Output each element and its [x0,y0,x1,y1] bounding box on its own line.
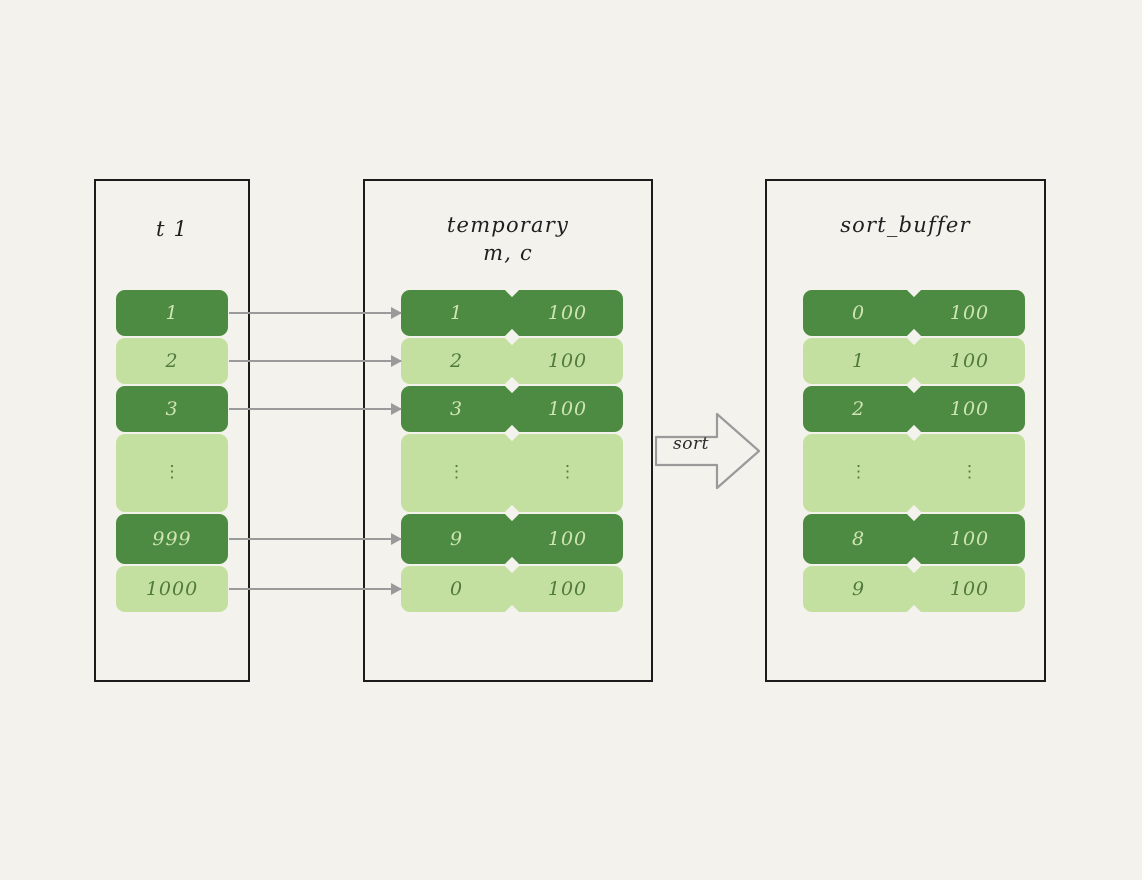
table-row: 0 100 [401,566,623,612]
table-row: 8 100 [803,514,1025,564]
row-cell: 3 [165,398,179,420]
table-row: 1 100 [401,290,623,336]
row-ellipsis: ⋮ [961,461,978,482]
row-ellipsis: ⋮ [163,461,181,482]
table-row: 9 100 [401,514,623,564]
row-cell: 2 [851,398,866,420]
table-row: ⋮⋮ [803,434,1025,512]
row-cell: 8 [851,528,866,550]
row-ellipsis: ⋮ [448,461,465,482]
row-cell: 100 [547,578,588,600]
row-cell: 100 [547,398,588,420]
row-cell: 999 [152,528,192,550]
row-cell: 1 [449,302,464,324]
row-cell: 100 [949,350,990,372]
panel-title-t1: t 1 [155,217,189,241]
row-ellipsis: ⋮ [559,461,576,482]
table-row: 9 100 [803,566,1025,612]
table-row: 2 [116,338,228,384]
table-row: ⋮⋮ [401,434,623,512]
row-cell: 9 [851,578,866,600]
row-cell: 100 [547,302,588,324]
table-row: 1 [116,290,228,336]
row-ellipsis: ⋮ [850,461,867,482]
row-list-t1: 1 2 3 ⋮ 999 1000 [116,290,228,614]
row-cell: 2 [165,350,179,372]
row-cell: 1000 [145,578,199,600]
row-cell: 1 [165,302,179,324]
table-row: 1 100 [803,338,1025,384]
connector-arrow [229,583,402,595]
panel-title-temporary: temporary m, c [446,213,570,265]
table-row: 3 100 [401,386,623,432]
table-row: 1000 [116,566,228,612]
row-cell: 100 [547,350,588,372]
connector-arrow [229,355,402,367]
connector-arrow [229,533,402,545]
row-cell: 0 [449,578,464,600]
row-cell: 9 [449,528,464,550]
connector-arrow [229,403,402,415]
row-cell: 100 [949,398,990,420]
table-row: 2 100 [401,338,623,384]
sort-block-arrow: sort [655,408,761,494]
table-row: 3 [116,386,228,432]
table-row: 2 100 [803,386,1025,432]
sort-arrow-label: sort [673,434,709,454]
row-cell: 100 [547,528,588,550]
row-cell: 100 [949,528,990,550]
row-cell: 3 [449,398,464,420]
row-cell: 1 [851,350,866,372]
table-row: 0 100 [803,290,1025,336]
row-cell: 100 [949,578,990,600]
row-cell: 2 [449,350,464,372]
table-row: ⋮ [116,434,228,512]
row-cell: 100 [949,302,990,324]
row-cell: 0 [851,302,866,324]
connector-arrow [229,307,402,319]
panel-title-sort-buffer: sort_buffer [840,213,971,237]
table-row: 999 [116,514,228,564]
